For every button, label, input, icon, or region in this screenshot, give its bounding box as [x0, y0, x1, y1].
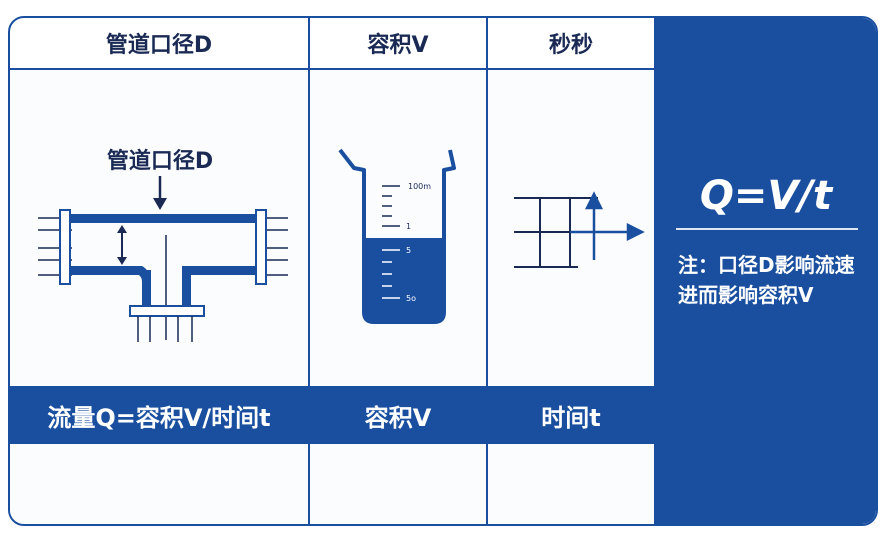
band-flow-formula: 流量Q=容积V/时间t — [10, 386, 308, 444]
beaker-scale-bottom: 5o — [406, 294, 416, 303]
column-pipe: 管道口径D 管道口径D — [10, 18, 310, 524]
beaker-illustration: 100m 1 5 5o — [310, 70, 486, 384]
pipe-label: 管道口径D — [107, 148, 213, 174]
flow-diagram-card: 管道口径D 管道口径D — [8, 16, 878, 526]
time-illustration — [488, 70, 654, 384]
formula-text: Q=V/t — [699, 173, 833, 219]
formula-divider — [676, 228, 858, 230]
header-pipe-diameter: 管道口径D — [10, 18, 308, 70]
footer-cell-1 — [10, 444, 308, 524]
time-flow-icon — [514, 191, 645, 268]
note-line-2: 进而影响容积V — [678, 283, 814, 307]
footer-cell-2 — [310, 444, 486, 524]
footer-cell-3 — [488, 444, 654, 524]
beaker-scale-mid1: 1 — [406, 222, 411, 231]
formula-panel: Q=V/t 注：口径D影响流速 进而影响容积V — [656, 18, 876, 524]
double-arrow-icon — [117, 225, 127, 265]
band-time: 时间t — [488, 386, 654, 444]
band-volume: 容积V — [310, 386, 486, 444]
beaker-scale-mid2: 5 — [406, 246, 411, 255]
note-line-1: 注：口径D影响流速 — [678, 253, 855, 277]
pipe-illustration: 管道口径D — [10, 70, 308, 384]
header-volume: 容积V — [310, 18, 486, 70]
beaker-icon: 100m 1 5 5o — [338, 148, 456, 324]
beaker-scale-top: 100m — [408, 182, 431, 191]
column-volume: 容积V — [310, 18, 488, 524]
pipe-tee-icon: 管道口径D — [38, 148, 288, 342]
header-seconds: 秒秒 — [488, 18, 654, 70]
formula-note: 注：口径D影响流速 进而影响容积V — [678, 250, 866, 310]
down-arrow-icon — [153, 176, 167, 210]
column-time: 秒秒 时间t — [488, 18, 656, 524]
